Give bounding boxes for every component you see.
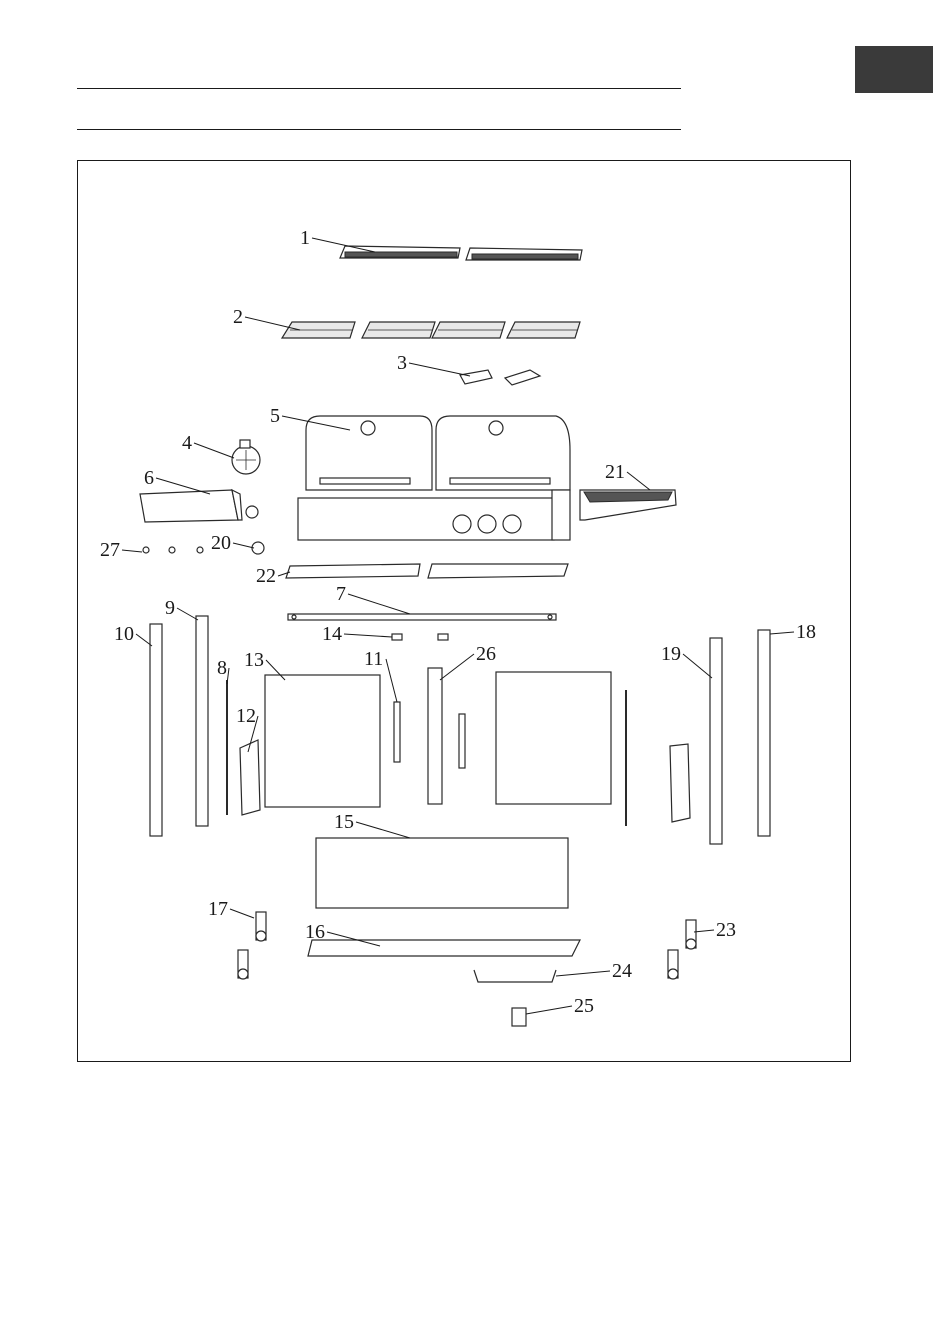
callout-label-19: 19	[661, 643, 681, 665]
leader-line-18	[770, 632, 794, 634]
callout-label-18: 18	[796, 621, 816, 643]
door-right-handle	[459, 714, 465, 768]
part-19-leg	[710, 638, 722, 844]
part-21-side-shelf	[580, 490, 676, 520]
leader-line-14	[344, 634, 392, 637]
leader-line-20	[233, 543, 254, 548]
callout-label-16: 16	[305, 921, 325, 943]
callout-label-13: 13	[244, 649, 264, 671]
part-4-side-burner	[232, 440, 260, 474]
callout-label-12: 12	[236, 705, 256, 727]
leader-line-4	[194, 443, 234, 458]
callout-label-10: 10	[114, 623, 134, 645]
leader-line-24	[556, 971, 610, 976]
callout-17: 17	[208, 898, 254, 920]
callout-label-15: 15	[334, 811, 354, 833]
leader-line-21	[627, 472, 650, 490]
part-14-bracket	[392, 634, 448, 640]
part-27-screws	[143, 547, 203, 553]
part-1-warming-rack	[340, 246, 582, 260]
callout-label-5: 5	[270, 405, 280, 427]
callout-label-20: 20	[211, 532, 231, 554]
callout-22: 22	[256, 565, 290, 587]
callout-label-14: 14	[322, 623, 342, 645]
callout-label-3: 3	[397, 352, 407, 374]
callout-14: 14	[322, 623, 392, 645]
part-7-front-rail	[288, 614, 556, 620]
leader-line-11	[386, 659, 397, 702]
part-3-flame-tamer	[460, 370, 540, 385]
callout-label-8: 8	[217, 657, 227, 679]
callout-label-26: 26	[476, 643, 496, 665]
callout-label-17: 17	[208, 898, 228, 920]
callout-label-21: 21	[605, 461, 625, 483]
callout-4: 4	[182, 432, 234, 458]
callout-label-6: 6	[144, 467, 154, 489]
part-22-grease-tray	[286, 564, 568, 578]
leader-line-23	[694, 930, 714, 932]
leader-line-3	[409, 363, 470, 376]
part-16-bottom-shelf	[308, 940, 580, 956]
leader-line-19	[683, 654, 712, 678]
callout-label-22: 22	[256, 565, 276, 587]
part-15-rear-panel	[316, 838, 568, 908]
callout-label-23: 23	[716, 919, 736, 941]
part-2-cooking-grate	[282, 322, 580, 338]
part-18-leg	[758, 630, 770, 836]
callout-20: 20	[211, 532, 254, 554]
part-5-grill-body	[298, 416, 570, 540]
callout-7: 7	[336, 583, 410, 614]
part-10-leg	[150, 624, 162, 836]
callout-15: 15	[334, 811, 410, 838]
leader-line-25	[526, 1006, 572, 1014]
callout-label-27: 27	[100, 539, 120, 561]
callout-21: 21	[605, 461, 650, 490]
callout-27: 27	[100, 539, 142, 561]
callout-6: 6	[144, 467, 210, 494]
callout-label-25: 25	[574, 995, 594, 1017]
leader-line-7	[348, 594, 410, 614]
callout-3: 3	[397, 352, 470, 376]
callout-25: 25	[526, 995, 594, 1017]
callout-label-24: 24	[612, 960, 632, 982]
part-12-bracket	[240, 740, 260, 815]
leader-line-15	[356, 822, 410, 838]
leader-line-9	[177, 608, 198, 620]
part-9-leg	[196, 616, 208, 826]
callout-26: 26	[440, 643, 496, 680]
part-23-caster	[668, 920, 696, 979]
part-25-cup	[512, 1008, 526, 1026]
callout-label-2: 2	[233, 306, 243, 328]
leader-line-27	[122, 550, 142, 552]
part-13-door-left	[265, 675, 380, 807]
bracket-right	[670, 744, 690, 822]
callout-18: 18	[770, 621, 816, 643]
leader-line-17	[230, 909, 254, 918]
door-right	[496, 672, 611, 804]
callout-9: 9	[165, 597, 198, 620]
part-6-side-shelf	[140, 490, 258, 522]
callout-label-4: 4	[182, 432, 192, 454]
part-26-center-panel	[428, 668, 442, 804]
callout-23: 23	[694, 919, 736, 941]
part-11-door-handle	[394, 702, 400, 762]
part-24-tray-holder	[474, 970, 556, 982]
callout-label-11: 11	[364, 648, 383, 670]
part-17-caster	[238, 912, 266, 979]
callout-10: 10	[114, 623, 152, 646]
leader-line-26	[440, 654, 474, 680]
callout-label-1: 1	[300, 227, 310, 249]
callout-label-7: 7	[336, 583, 346, 605]
callout-19: 19	[661, 643, 712, 678]
callout-8: 8	[217, 657, 229, 684]
callout-24: 24	[556, 960, 632, 982]
callout-label-9: 9	[165, 597, 175, 619]
